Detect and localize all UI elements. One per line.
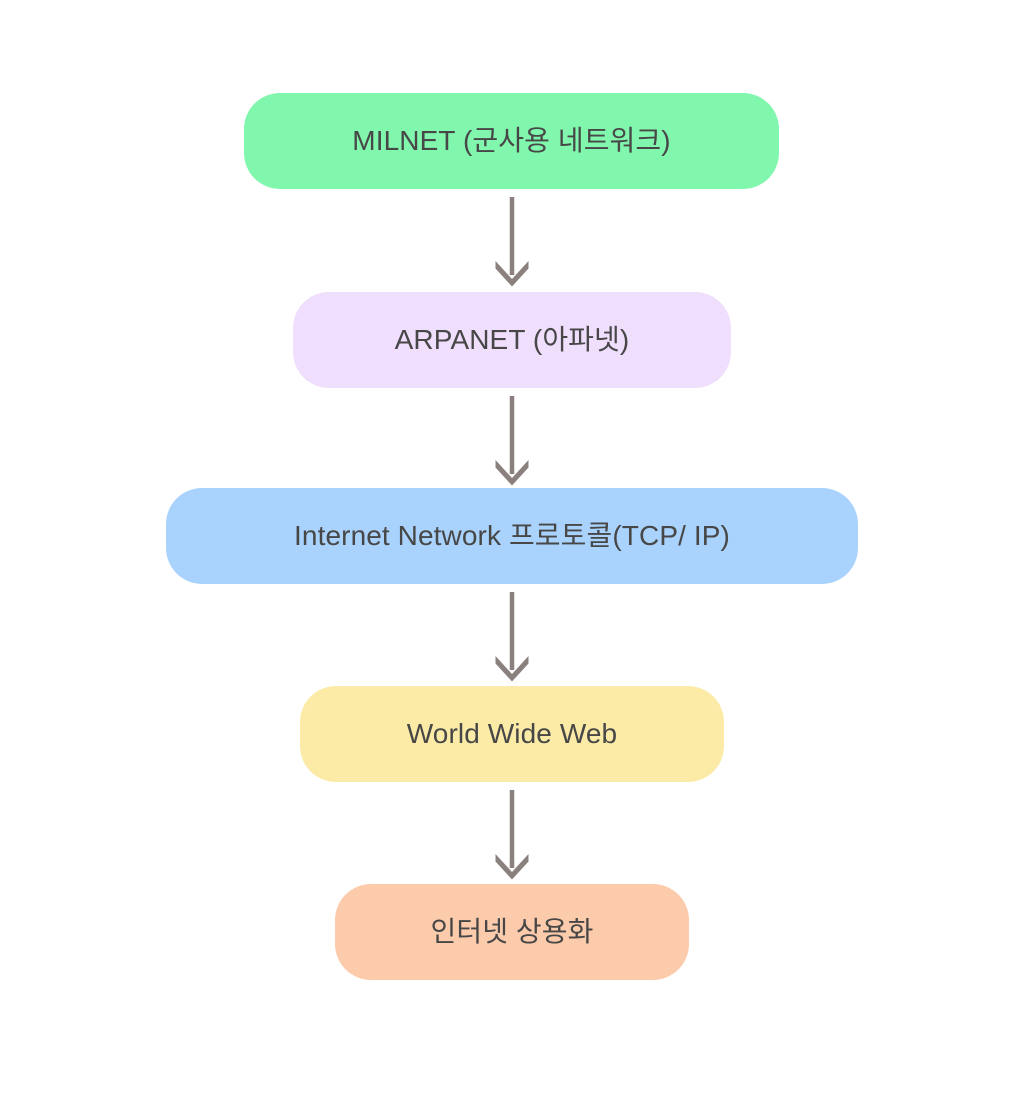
- flowchart-arrow-arpanet-to-tcpip: [482, 388, 542, 491]
- flowchart-node-label: MILNET (군사용 네트워크): [352, 125, 671, 157]
- flowchart-node-label: ARPANET (아파넷): [394, 324, 630, 356]
- flowchart-arrow-milnet-to-arpanet: [482, 189, 542, 292]
- flowchart-node-commercialization[interactable]: 인터넷 상용화: [335, 884, 689, 980]
- flowchart-node-www[interactable]: World Wide Web: [300, 686, 724, 782]
- flowchart-node-label: Internet Network 프로토콜(TCP/ IP): [294, 520, 730, 552]
- flowchart-arrow-tcpip-to-www: [482, 584, 542, 687]
- down-arrow-icon: [495, 197, 529, 287]
- down-arrow-icon: [495, 396, 529, 486]
- flowchart-node-label: 인터넷 상용화: [430, 916, 594, 948]
- flowchart-node-tcpip[interactable]: Internet Network 프로토콜(TCP/ IP): [166, 488, 858, 584]
- flowchart-node-arpanet[interactable]: ARPANET (아파넷): [293, 292, 731, 388]
- down-arrow-icon: [495, 790, 529, 880]
- flowchart-arrow-www-to-commerce: [482, 782, 542, 885]
- down-arrow-icon: [495, 592, 529, 682]
- flowchart-node-label: World Wide Web: [406, 718, 618, 750]
- flowchart-node-milnet[interactable]: MILNET (군사용 네트워크): [244, 93, 779, 189]
